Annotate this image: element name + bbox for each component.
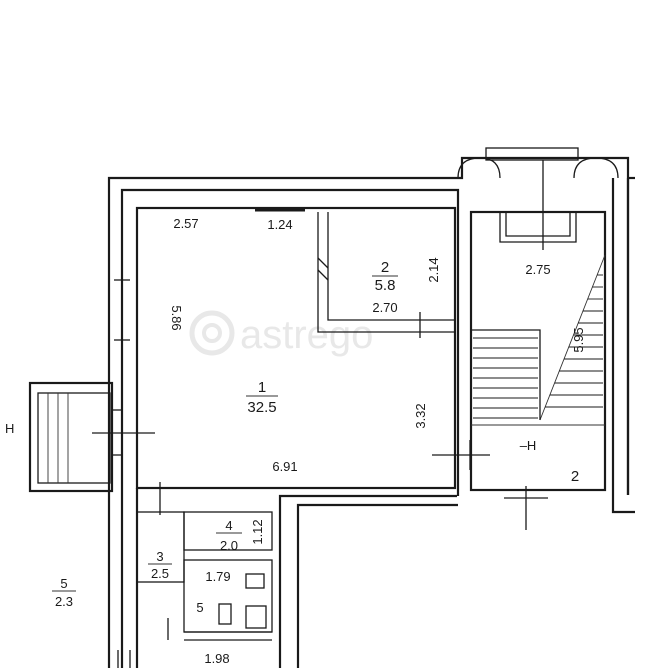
dim-1-98: 1.98: [204, 651, 229, 666]
dim-5-95: 5.95: [571, 327, 586, 352]
stair-height-mark: –H: [520, 438, 537, 453]
dim-2-75: 2.75: [525, 262, 550, 277]
room-2-outline: [317, 212, 454, 333]
dim-1-24: 1.24: [267, 217, 292, 232]
stair-block: [469, 210, 607, 492]
dim-3-32: 3.32: [413, 403, 428, 428]
dimension-labels: 2.57 1.24 2.14 2.70 5.86 3.32 6.91 2.75 …: [169, 216, 586, 666]
dim-1-79: 1.79: [205, 569, 230, 584]
room-2-number: 2: [381, 259, 389, 276]
balcony: [457, 147, 619, 250]
dim-2-70: 2.70: [372, 300, 397, 315]
room-2-area: 5.8: [375, 277, 396, 294]
wc-number: 5: [196, 600, 203, 615]
outer-walls: [107, 156, 635, 668]
room-4-number: 4: [225, 518, 232, 533]
stair-steps: [473, 274, 603, 419]
dim-1-12: 1.12: [250, 519, 265, 544]
room-3-area: 2.5: [151, 566, 169, 581]
dim-2-14: 2.14: [426, 257, 441, 282]
entrance-porch: [28, 381, 114, 493]
stair-number: 2: [571, 468, 579, 485]
room-labels: 1 32.5 2 5.8 3 2.5 4 2.0 5 2.3 2 –H H 5: [5, 259, 579, 615]
dim-2-57: 2.57: [173, 216, 198, 231]
room-1-area: 32.5: [247, 399, 276, 416]
dim-5-86: 5.86: [169, 305, 184, 330]
room-4-area: 2.0: [220, 538, 238, 553]
room-5-area: 2.3: [55, 594, 73, 609]
room-1-number: 1: [258, 379, 266, 396]
room-5-number: 5: [60, 576, 67, 591]
room-3-number: 3: [156, 549, 163, 564]
room-1-outline: [135, 206, 457, 490]
wall-ticks: [92, 279, 548, 668]
dim-6-91: 6.91: [272, 459, 297, 474]
small-rooms: [135, 488, 273, 668]
left-edge-mark: H: [5, 421, 14, 436]
